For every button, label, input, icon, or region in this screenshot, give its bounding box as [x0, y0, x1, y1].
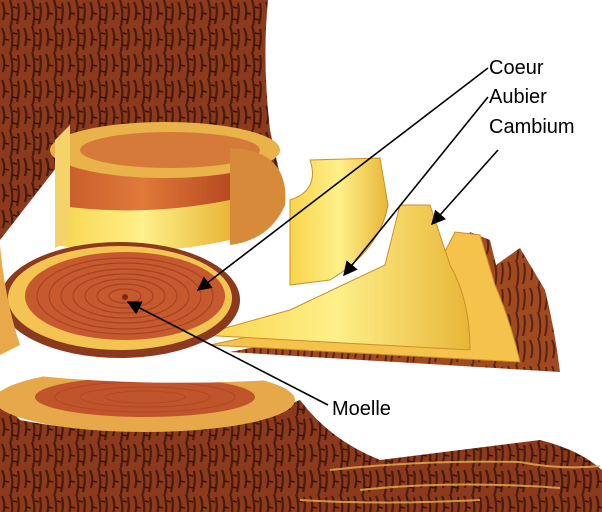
- arrow-cambium: [432, 150, 498, 224]
- stump-top-heartwood: [35, 377, 255, 417]
- block-left-face: [55, 125, 70, 248]
- pith-dot: [122, 294, 128, 300]
- label-moelle: Moelle: [332, 398, 391, 420]
- label-cambium: Cambium: [489, 116, 575, 138]
- label-coeur: Coeur: [489, 57, 543, 79]
- sapwood-tall-piece: [290, 158, 388, 285]
- label-aubier: Aubier: [489, 86, 547, 108]
